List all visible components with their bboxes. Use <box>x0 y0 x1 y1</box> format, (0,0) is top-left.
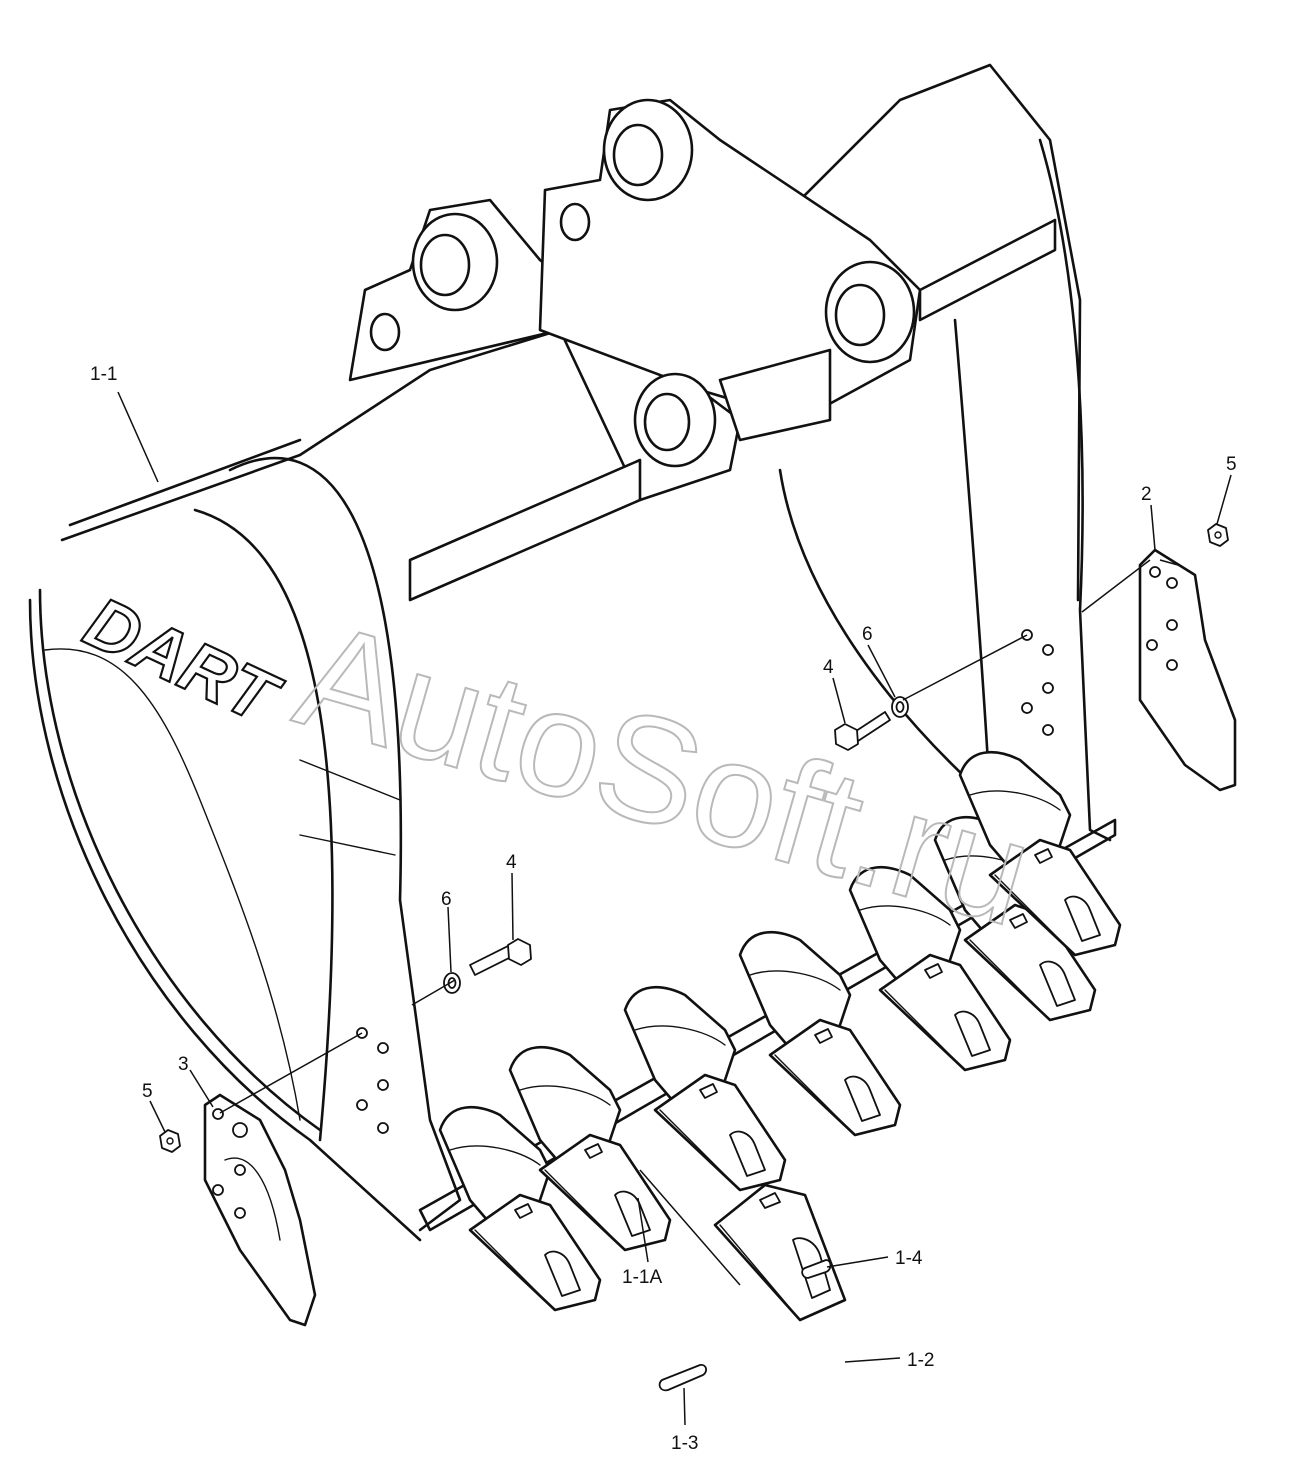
pin-boss-4 <box>633 372 717 468</box>
tooth-tip-1-2 <box>713 1183 847 1322</box>
pin-boss-1 <box>411 212 499 312</box>
tooth-4-part <box>774 1054 856 1136</box>
label-1-1a: 1-1A <box>622 1267 662 1288</box>
bucket-body <box>28 63 1117 1242</box>
tooth-1-part <box>514 1203 533 1219</box>
tooth-1 <box>438 1106 602 1312</box>
nut-5-left <box>159 1129 181 1153</box>
tooth-3-part <box>659 1109 741 1191</box>
tooth-1-part <box>474 1229 556 1311</box>
dart-logo: DART <box>73 582 292 741</box>
tooth-3-part <box>699 1083 718 1099</box>
tooth-2-part <box>519 1085 611 1106</box>
label-1-1: 1-1 <box>90 364 117 385</box>
bolt-holes-left <box>356 1027 389 1134</box>
tooth-2 <box>508 1046 672 1252</box>
tooth-4-part <box>844 1075 881 1122</box>
bracket-hole-left <box>369 312 401 352</box>
washer-6-top <box>891 696 909 718</box>
leader-lines <box>117 391 1232 1426</box>
tooth-7-part <box>969 790 1061 811</box>
label-5-left: 5 <box>142 1081 153 1102</box>
label-5-right: 5 <box>1226 454 1237 475</box>
tooth-5 <box>848 866 1012 1072</box>
label-2: 2 <box>1141 484 1152 505</box>
tooth-7-part <box>1034 848 1053 864</box>
tooth-5-part <box>859 905 951 926</box>
label-3: 3 <box>178 1054 189 1075</box>
bolt-4-bottom <box>469 938 532 976</box>
pin-boss-2 <box>602 98 694 202</box>
tooth-3 <box>623 986 787 1192</box>
bolt-holes-right <box>1021 629 1054 736</box>
watermark: AutoSoft.ru <box>281 589 1049 957</box>
tooth-5-part <box>954 1010 991 1057</box>
bolt-4-top <box>834 711 891 751</box>
tooth-7-part <box>994 874 1076 956</box>
tooth-2-part <box>614 1190 651 1237</box>
bracket-hole-right <box>559 202 591 242</box>
tooth-6-part <box>1009 913 1028 929</box>
lock-1-3 <box>658 1364 707 1392</box>
label-4-top: 4 <box>823 657 834 678</box>
mounting-brackets <box>348 98 1057 602</box>
label-4-bottom: 4 <box>506 852 517 873</box>
label-1-2: 1-2 <box>907 1350 934 1371</box>
label-6-top: 6 <box>862 624 873 645</box>
tooth-6-part <box>969 939 1051 1021</box>
label-1-4: 1-4 <box>895 1248 923 1269</box>
tooth-4-part <box>749 970 841 991</box>
teeth-row <box>438 751 1122 1312</box>
washer-6-bottom <box>443 972 461 994</box>
tooth-1-part <box>449 1145 541 1166</box>
tooth-5-part <box>924 963 943 979</box>
side-cutter-2 <box>1138 548 1237 792</box>
label-1-3: 1-3 <box>671 1433 698 1454</box>
side-cutter-3 <box>203 1093 317 1327</box>
tooth-6-part <box>1039 960 1076 1007</box>
tooth-4 <box>738 931 902 1137</box>
tooth-5-part <box>884 989 966 1071</box>
tooth-3-part <box>729 1130 766 1177</box>
tooth-7-part <box>1064 895 1101 942</box>
tooth-2-part <box>584 1143 603 1159</box>
pin-boss-3 <box>824 260 916 364</box>
tooth-4-part <box>814 1028 833 1044</box>
nut-5-right <box>1207 523 1229 547</box>
tooth-3-part <box>634 1025 726 1046</box>
pin-1-4 <box>801 1259 832 1279</box>
tooth-1-part <box>544 1250 581 1297</box>
tooth-2-part <box>544 1169 626 1251</box>
label-6-bottom: 6 <box>441 889 452 910</box>
tooth-7 <box>958 751 1122 957</box>
